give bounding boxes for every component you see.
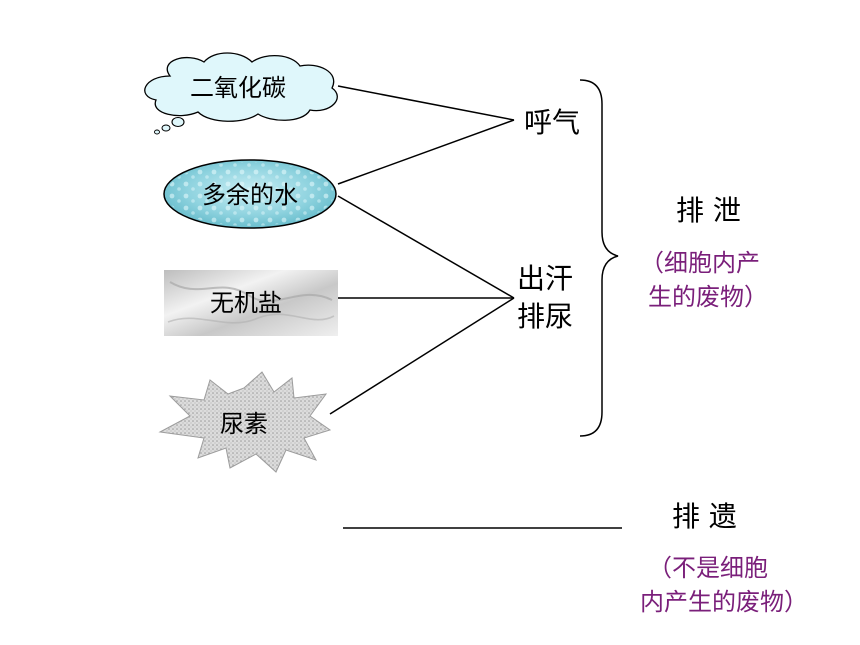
route-sweat-label: 出汗	[517, 262, 573, 295]
co2-label: 二氧化碳	[190, 74, 286, 102]
route-breath-label: 呼气	[524, 106, 580, 139]
salt-label: 无机盐	[210, 289, 282, 317]
water-label: 多余的水	[202, 181, 298, 209]
excretion-label: 排 泄	[676, 194, 741, 227]
connector-lines	[329, 85, 515, 415]
line-water-breath	[337, 119, 515, 185]
urea-burst: 尿素	[158, 371, 332, 473]
line-co2-breath	[337, 85, 515, 121]
excretion-note-line1: （细胞内产	[640, 249, 760, 277]
line-water-sweat-urine	[337, 195, 515, 299]
excretion-note-line2: 生的废物）	[648, 283, 768, 311]
right-brace	[579, 79, 619, 437]
line-urea-sweat-urine	[329, 297, 515, 415]
route-urine-label: 排尿	[517, 300, 573, 333]
salt-block: 无机盐	[164, 270, 338, 336]
egestion-note-line2: 内产生的废物）	[640, 588, 808, 616]
water-ellipse: 多余的水	[163, 159, 337, 229]
co2-cloud: 二氧化碳	[144, 52, 338, 135]
egestion-label: 排 遗	[672, 500, 737, 533]
egestion-note-line1: （不是细胞	[648, 554, 768, 582]
urea-label: 尿素	[220, 410, 268, 438]
